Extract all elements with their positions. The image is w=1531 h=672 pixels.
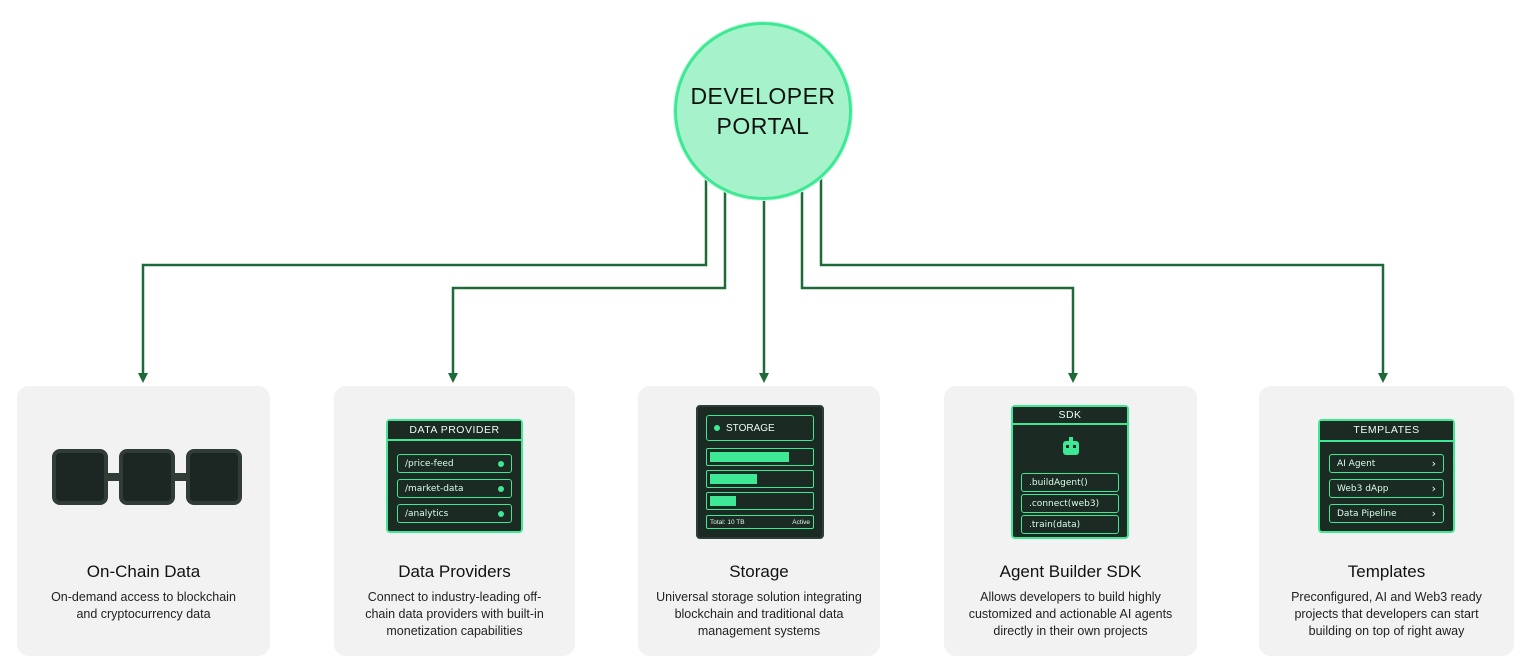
connector-on-chain: [138, 178, 708, 383]
card-data-providers[interactable]: DATA PROVIDER /price-feed /market-data /…: [334, 386, 575, 656]
storage-header: STORAGE: [706, 415, 814, 441]
panel-header: SDK: [1013, 407, 1127, 425]
template-row: AI Agent›: [1329, 454, 1444, 473]
template-row: Data Pipeline›: [1329, 504, 1444, 523]
card-description: Connect to industry-leading off-chain da…: [365, 590, 544, 638]
sdk-method-row: .connect(web3): [1021, 494, 1119, 513]
connector-templates: [819, 178, 1388, 383]
storage-bar: [706, 448, 814, 466]
sdk-panel: SDK .buildAgent() .connect(web3) .train(…: [1011, 405, 1129, 539]
chevron-right-icon: ›: [1431, 482, 1436, 495]
card-title: Storage: [729, 562, 789, 581]
card-agent-builder-sdk[interactable]: SDK .buildAgent() .connect(web3) .train(…: [944, 386, 1197, 656]
storage-bar: [706, 492, 814, 510]
status-dot-icon: [498, 510, 504, 517]
chevron-right-icon: ›: [1431, 457, 1436, 470]
blockchain-chain-icon: [52, 449, 242, 505]
card-description: Universal storage solution integrating b…: [656, 590, 862, 638]
sdk-method-row: .buildAgent(): [1021, 473, 1119, 492]
card-title: Agent Builder SDK: [999, 562, 1142, 581]
templates-panel: TEMPLATES AI Agent› Web3 dApp› Data Pipe…: [1318, 419, 1455, 533]
card-title: On-Chain Data: [86, 562, 201, 581]
card-title: Data Providers: [398, 562, 511, 581]
card-on-chain-data[interactable]: On-Chain Data On-demand access to blockc…: [17, 386, 270, 656]
card-title: Templates: [1347, 562, 1426, 581]
endpoint-row: /market-data: [397, 479, 512, 498]
storage-bar: [706, 470, 814, 488]
storage-bar-fill: [710, 452, 789, 462]
endpoint-row: /analytics: [397, 504, 512, 523]
card-description: On-demand access to blockchain and crypt…: [51, 590, 236, 621]
panel-header: DATA PROVIDER: [388, 421, 521, 441]
card-description: Allows developers to build highly custom…: [968, 590, 1173, 638]
sdk-method-row: .train(data): [1021, 515, 1119, 534]
developer-portal-hub[interactable]: DEVELOPER PORTAL: [674, 22, 852, 200]
connector-sdk: [800, 192, 1078, 383]
storage-bar-fill: [710, 496, 736, 506]
status-dot-icon: [498, 460, 504, 467]
data-provider-panel: DATA PROVIDER /price-feed /market-data /…: [386, 419, 523, 533]
hub-title-line2: PORTAL: [716, 113, 810, 139]
status-dot-icon: [714, 425, 720, 431]
chevron-right-icon: ›: [1431, 507, 1436, 520]
status-dot-icon: [498, 485, 504, 492]
card-templates[interactable]: TEMPLATES AI Agent› Web3 dApp› Data Pipe…: [1259, 386, 1514, 656]
storage-bar-fill: [710, 474, 757, 484]
hub-title-line1: DEVELOPER: [690, 83, 836, 109]
robot-icon: [1063, 437, 1079, 455]
connector-data-providers: [448, 192, 727, 383]
endpoint-row: /price-feed: [397, 454, 512, 473]
panel-header: TEMPLATES: [1320, 421, 1453, 442]
card-description: Preconfigured, AI and Web3 ready project…: [1291, 590, 1482, 638]
template-row: Web3 dApp›: [1329, 479, 1444, 498]
